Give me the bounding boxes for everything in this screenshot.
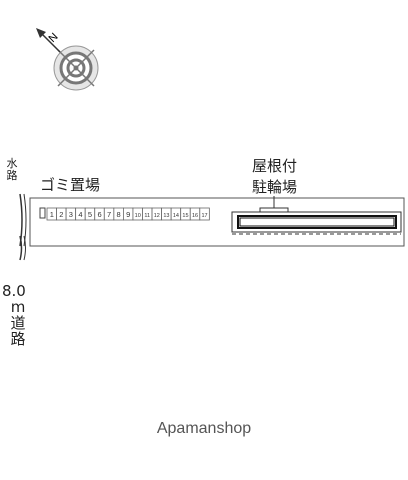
- parking-space-number: 14: [173, 213, 179, 219]
- parking-space-number: 11: [144, 213, 150, 219]
- parking-space: [199, 207, 210, 221]
- parking-space-number: 15: [182, 213, 188, 219]
- waterway-label: 水路: [6, 158, 22, 181]
- parking-space-number: 1: [50, 210, 54, 219]
- compass-rose-icon: [36, 28, 99, 91]
- watermark: Apamanshop: [156, 420, 252, 437]
- parking-space-number: 8: [117, 210, 121, 219]
- bike-parking-label-line2: 駐輪場: [252, 178, 298, 196]
- compass: N: [36, 28, 99, 91]
- parking-space-number: 17: [202, 213, 208, 219]
- parking-space-number: 6: [97, 210, 101, 219]
- parking-space-number: 9: [126, 210, 130, 219]
- road-name-label: m道路: [10, 298, 26, 348]
- bike-shelter: [231, 196, 402, 235]
- parking-space-number: 2: [59, 210, 63, 219]
- road-width-label: 8.0: [2, 282, 26, 300]
- garbage-area-label: ゴミ置場: [40, 176, 101, 194]
- parking-space-number: 16: [192, 213, 198, 219]
- waterway-label-text: 水路: [6, 157, 18, 182]
- parking-space-number: 7: [107, 210, 111, 219]
- road-edge-lines: [19, 193, 27, 261]
- parking-space-number: 12: [154, 213, 160, 219]
- parking-space-number: 4: [78, 210, 82, 219]
- parking-space-number: 10: [135, 213, 141, 219]
- parking-space-number: 3: [69, 210, 73, 219]
- road-name-text: m道路: [10, 298, 26, 348]
- garbage-box: [39, 207, 46, 219]
- parking-space-number: 5: [88, 210, 92, 219]
- bike-parking-label-line1: 屋根付: [252, 157, 298, 175]
- parking-space-number: 13: [163, 213, 169, 219]
